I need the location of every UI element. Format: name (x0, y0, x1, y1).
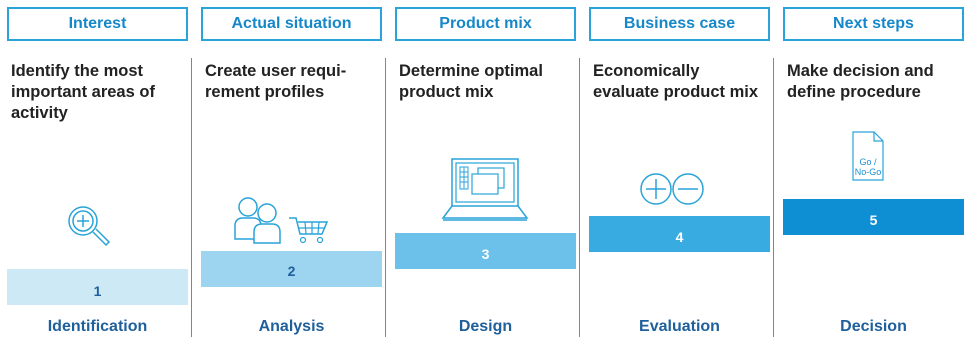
step-bar-1: 1 (7, 269, 188, 305)
column-description: Identify the most important areas of act… (11, 62, 155, 122)
column-evaluation: Business case Economically evaluate prod… (589, 0, 770, 337)
document-label-line: No-Go (854, 167, 882, 177)
plus-minus-icon (639, 172, 709, 208)
column-header: Product mix (395, 7, 576, 41)
step-bar-5: 5 (783, 199, 964, 235)
column-footer: Analysis (258, 318, 325, 335)
column-divider (579, 58, 580, 337)
column-footer: Decision (840, 318, 907, 335)
column-footer: Evaluation (639, 318, 720, 335)
column-header: Actual situation (201, 7, 382, 41)
column-design: Product mix Determine optimal product mi… (395, 0, 576, 337)
laptop-icon (441, 158, 529, 222)
document-label-line: Go / (859, 157, 877, 167)
column-header: Interest (7, 7, 188, 41)
column-decision: Next steps Make decision and define proc… (783, 0, 964, 337)
column-description: Create user requi-rement profiles (205, 62, 347, 101)
column-divider (191, 58, 192, 337)
step-bar-2: 2 (201, 251, 382, 287)
column-header: Business case (589, 7, 770, 41)
magnifier-plus-icon (66, 204, 116, 254)
column-footer: Design (458, 318, 513, 335)
column-identification: Interest Identify the most important are… (7, 0, 188, 337)
column-header: Next steps (783, 7, 964, 41)
step-bar-4: 4 (589, 216, 770, 252)
column-analysis: Actual situation Create user requi-remen… (201, 0, 382, 337)
step-bar-3: 3 (395, 233, 576, 269)
column-divider (385, 58, 386, 337)
column-description: Make decision and define procedure (787, 62, 934, 101)
users-cart-icon (227, 196, 339, 246)
column-divider (773, 58, 774, 337)
column-footer: Identification (47, 318, 148, 335)
document-icon: Go / No-Go (852, 131, 884, 181)
column-description: Determine optimal product mix (399, 62, 543, 101)
column-description: Economically evaluate product mix (593, 62, 759, 101)
